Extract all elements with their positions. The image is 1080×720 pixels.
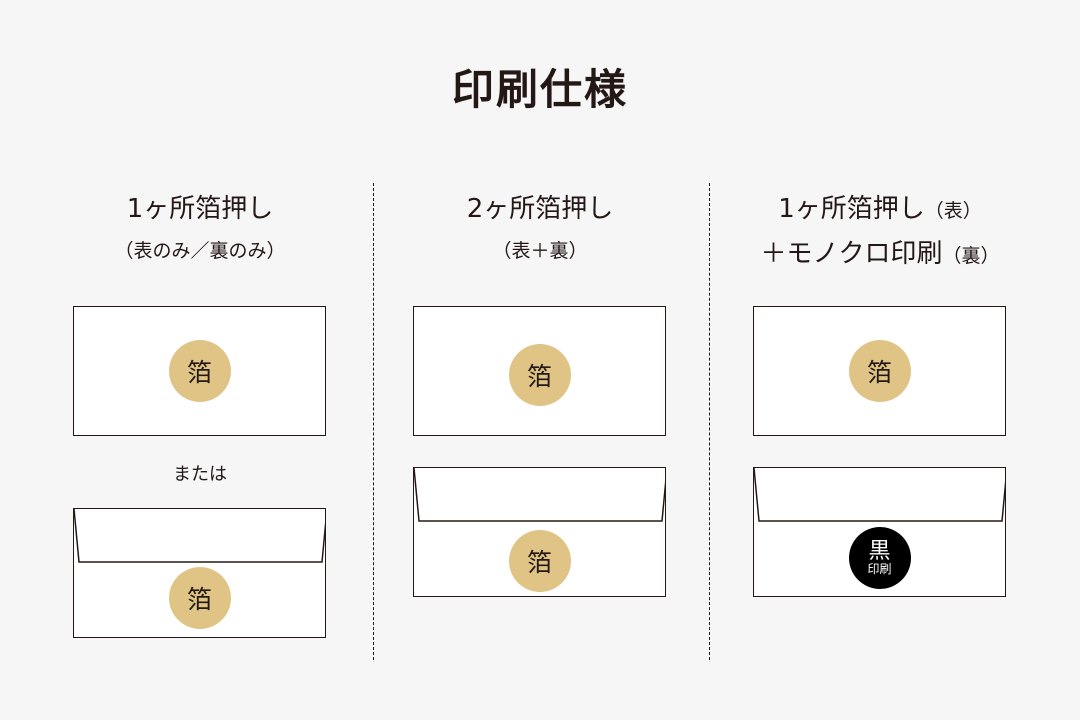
envelope-back: 箔 <box>73 508 326 638</box>
column-heading: 1ヶ所箔押し（表） <box>700 188 1060 225</box>
spec-column-foil-plus-mono: 1ヶ所箔押し（表） ＋モノクロ印刷（裏） 箔 黒 印刷 <box>700 0 1060 720</box>
black-print-mark-sub: 印刷 <box>867 562 892 577</box>
black-print-mark-main: 黒 <box>868 539 891 565</box>
envelope-flap <box>414 468 665 522</box>
column-heading-main: 1ヶ所箔押し <box>778 194 925 224</box>
envelope-back: 黒 印刷 <box>753 467 1006 597</box>
column-heading-suffix: （表） <box>924 200 982 222</box>
envelope-front: 箔 <box>413 306 666 436</box>
column-heading: 2ヶ所箔押し <box>466 194 614 224</box>
envelope-back: 箔 <box>413 467 666 597</box>
column-subheading: （表のみ／裏のみ） <box>114 240 286 262</box>
foil-mark: 箔 <box>168 567 231 629</box>
page-title: 印刷仕様 <box>451 65 628 114</box>
column-subheading: （表＋裏） <box>492 240 588 262</box>
column-heading2-suffix: （裏） <box>942 245 1000 267</box>
envelope-front: 箔 <box>753 306 1006 436</box>
foil-mark: 箔 <box>508 530 571 592</box>
envelope-front: 箔 <box>73 306 326 436</box>
black-print-mark: 黒 印刷 <box>848 527 911 589</box>
column-heading2-main: ＋モノクロ印刷 <box>760 239 943 269</box>
foil-mark: 箔 <box>848 340 911 402</box>
spec-column-double-foil: 2ヶ所箔押し （表＋裏） 箔 箔 <box>360 0 720 720</box>
column-divider-2 <box>709 183 710 660</box>
envelope-flap <box>74 509 325 563</box>
column-heading: 1ヶ所箔押し <box>126 194 274 224</box>
column-heading-second-line: ＋モノクロ印刷（裏） <box>700 233 1060 270</box>
foil-mark: 箔 <box>168 340 231 402</box>
envelope-flap <box>754 468 1005 522</box>
or-label: または <box>173 464 227 485</box>
spec-column-single-foil: 1ヶ所箔押し （表のみ／裏のみ） 箔 または 箔 <box>20 0 380 720</box>
column-divider-1 <box>373 183 374 660</box>
foil-mark: 箔 <box>508 344 571 406</box>
